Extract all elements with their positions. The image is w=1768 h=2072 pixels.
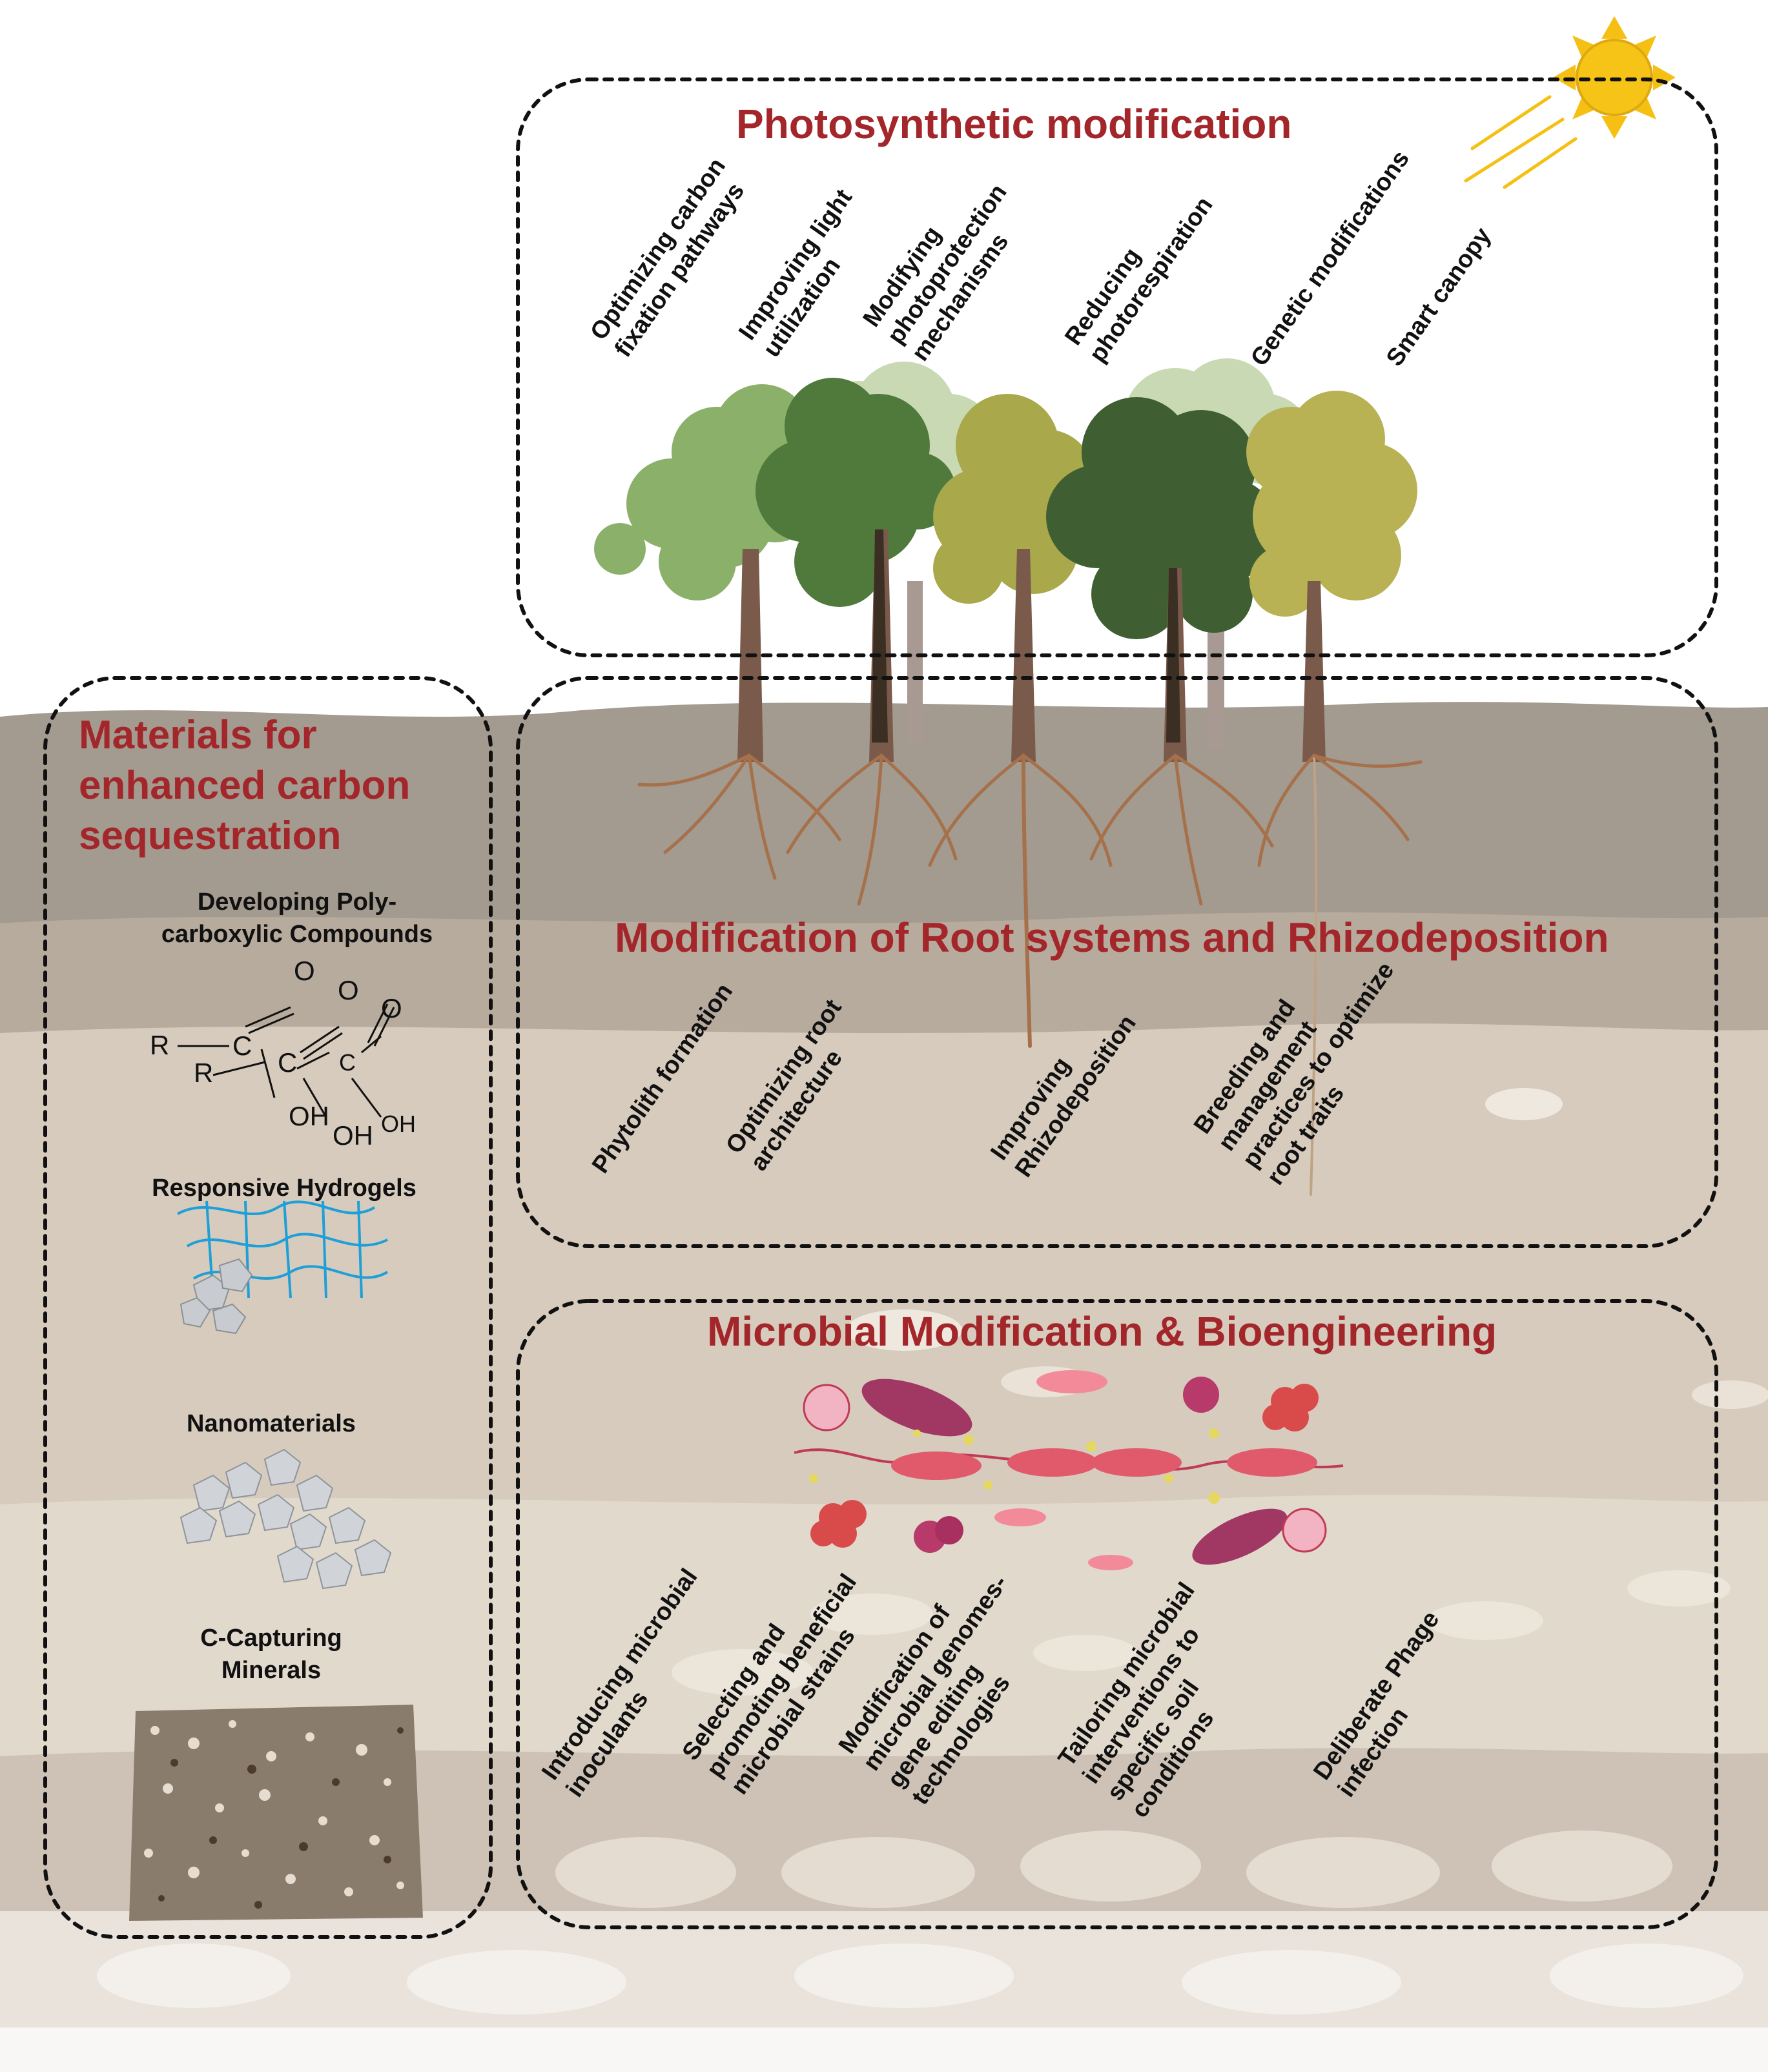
polycarboxylic-structure-icon [178, 1003, 395, 1118]
chem-label-r1: R [150, 1030, 170, 1060]
microbial-title: Microbial Modification & Bioengineering [707, 1308, 1497, 1355]
soil-background [0, 702, 1768, 2072]
chem-label-c2: C [278, 1047, 298, 1078]
chem-label-c3: C [339, 1049, 356, 1076]
photosynthetic-box [516, 77, 1718, 657]
nanomaterial-crystals-icon [180, 1448, 392, 1590]
dashed-boxes [43, 77, 1718, 1939]
materials-item-minerals: C-Capturing Minerals [200, 1625, 342, 1684]
materials-item-polycarboxylic: Developing Poly- carboxylic Compounds [161, 888, 433, 948]
chem-label-o3: O [381, 993, 402, 1023]
root-system-illustration [637, 754, 1423, 1196]
photosynthetic-title: Photosynthetic modification [736, 101, 1292, 147]
chem-label-oh3: OH [381, 1111, 416, 1137]
chem-label-oh2: OH [333, 1120, 373, 1151]
materials-item-hydrogels: Responsive Hydrogels [152, 1174, 416, 1202]
sun-icon [1464, 16, 1676, 189]
chem-label-r2: R [194, 1058, 214, 1088]
microbes-illustration [794, 1370, 1344, 1570]
chem-label-o2: O [338, 975, 359, 1005]
mineral-block-icon [129, 1705, 423, 1921]
chem-label-oh1: OH [289, 1101, 329, 1131]
roots-box [516, 676, 1718, 1248]
roots-title: Modification of Root systems and Rhizode… [615, 914, 1609, 961]
materials-title: Materials for enhanced carbon sequestrat… [79, 713, 411, 858]
chem-label-c1: C [232, 1031, 252, 1061]
hydrogel-network-icon [177, 1200, 389, 1335]
microbial-box [516, 1299, 1718, 1929]
materials-item-nanomaterials: Nanomaterials [187, 1410, 356, 1437]
chem-label-o1: O [294, 956, 315, 986]
tree-canopy-illustration [594, 358, 1417, 762]
